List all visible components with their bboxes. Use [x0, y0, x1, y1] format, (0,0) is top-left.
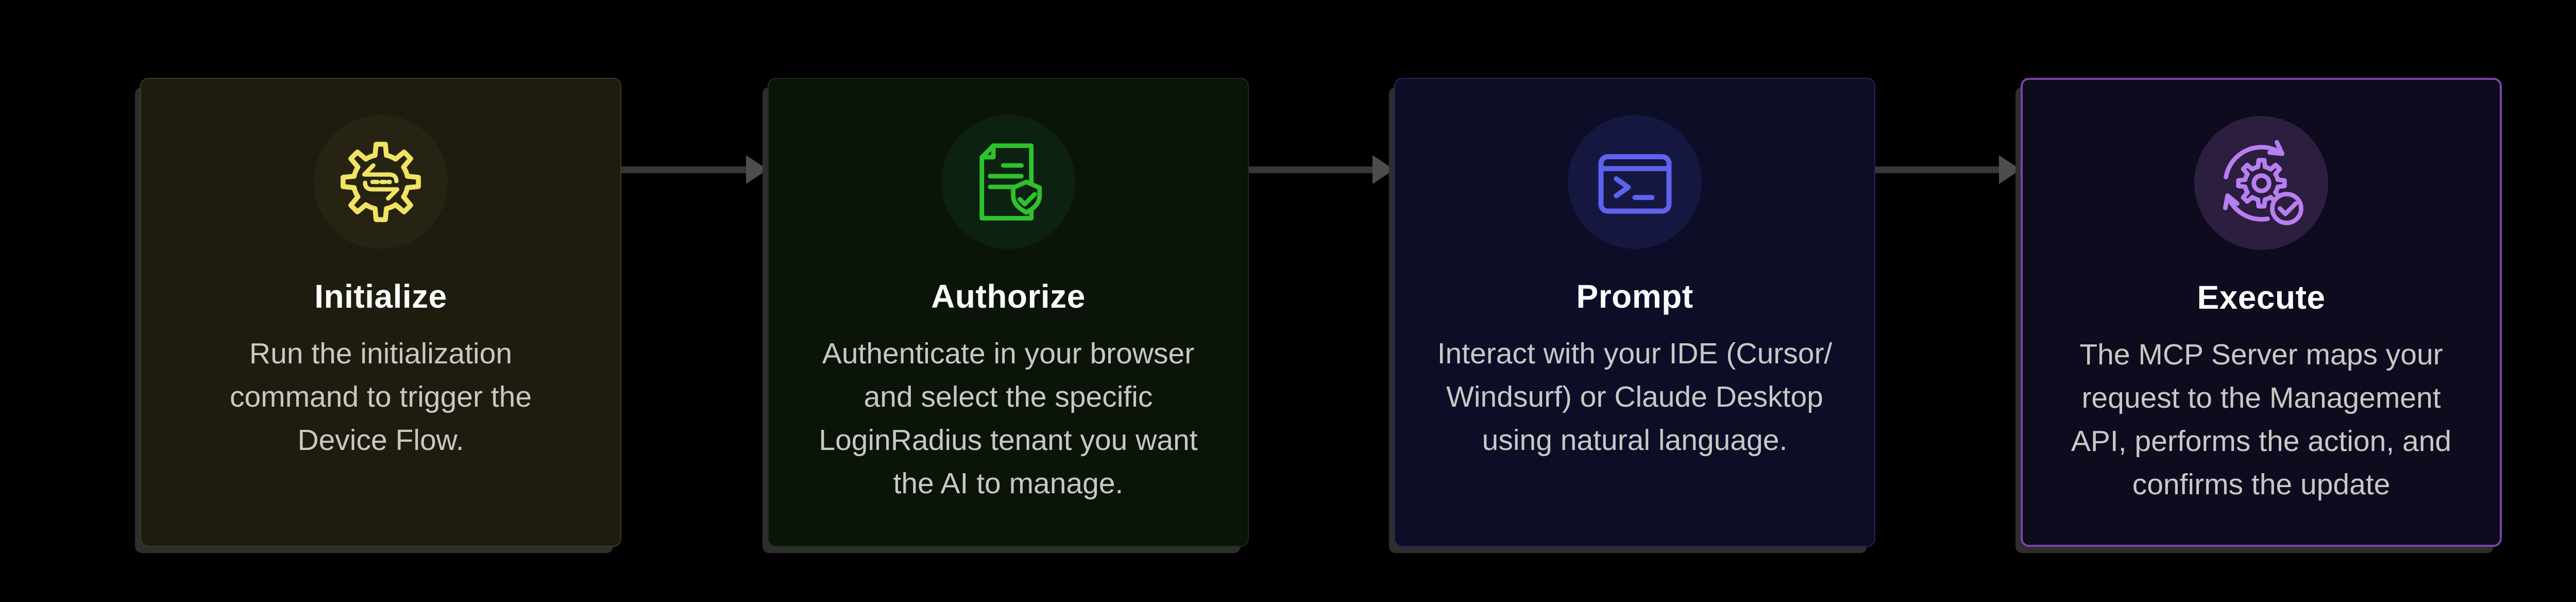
terminal-icon [1598, 154, 1671, 214]
step-icon-circle [1568, 115, 1702, 249]
step-card-prompt: Prompt Interact with your IDE (Cursor/ W… [1394, 78, 1875, 547]
flow-arrow-right-icon [621, 155, 768, 184]
arrow-shaft [1249, 166, 1372, 173]
arrow-head [1999, 155, 2021, 184]
step-icon-circle [941, 115, 1075, 249]
step-card-initialize: Initialize Run the initialization comman… [140, 78, 621, 547]
gear-swap-icon [341, 142, 421, 222]
step-description: Interact with your IDE (Cursor/ Windsurf… [1437, 337, 1833, 457]
step-card-execute: Execute The MCP Server maps your request… [2021, 78, 2502, 547]
step-icon-circle [2194, 116, 2328, 250]
arrow-head [746, 155, 768, 184]
step-description: The MCP Server maps your request to the … [2071, 338, 2452, 501]
process-gear-check-icon [2223, 140, 2303, 225]
document-shield-check-icon [979, 143, 1042, 221]
flow-arrow-right-icon [1249, 155, 1394, 184]
arrow-shaft [621, 166, 746, 173]
step-title: Authorize [931, 278, 1086, 315]
step-description: Authenticate in your browser and select … [819, 337, 1198, 500]
step-title: Execute [2197, 279, 2326, 316]
step-card-authorize: Authorize Authenticate in your browser a… [768, 78, 1249, 547]
step-title: Initialize [314, 278, 447, 315]
arrow-head [1372, 155, 1394, 184]
arrow-shaft [1875, 166, 1999, 173]
step-icon-circle [314, 115, 448, 249]
flow-arrow-right-icon [1875, 155, 2021, 184]
step-description: Run the initialization command to trigge… [229, 337, 532, 457]
step-title: Prompt [1576, 278, 1693, 315]
